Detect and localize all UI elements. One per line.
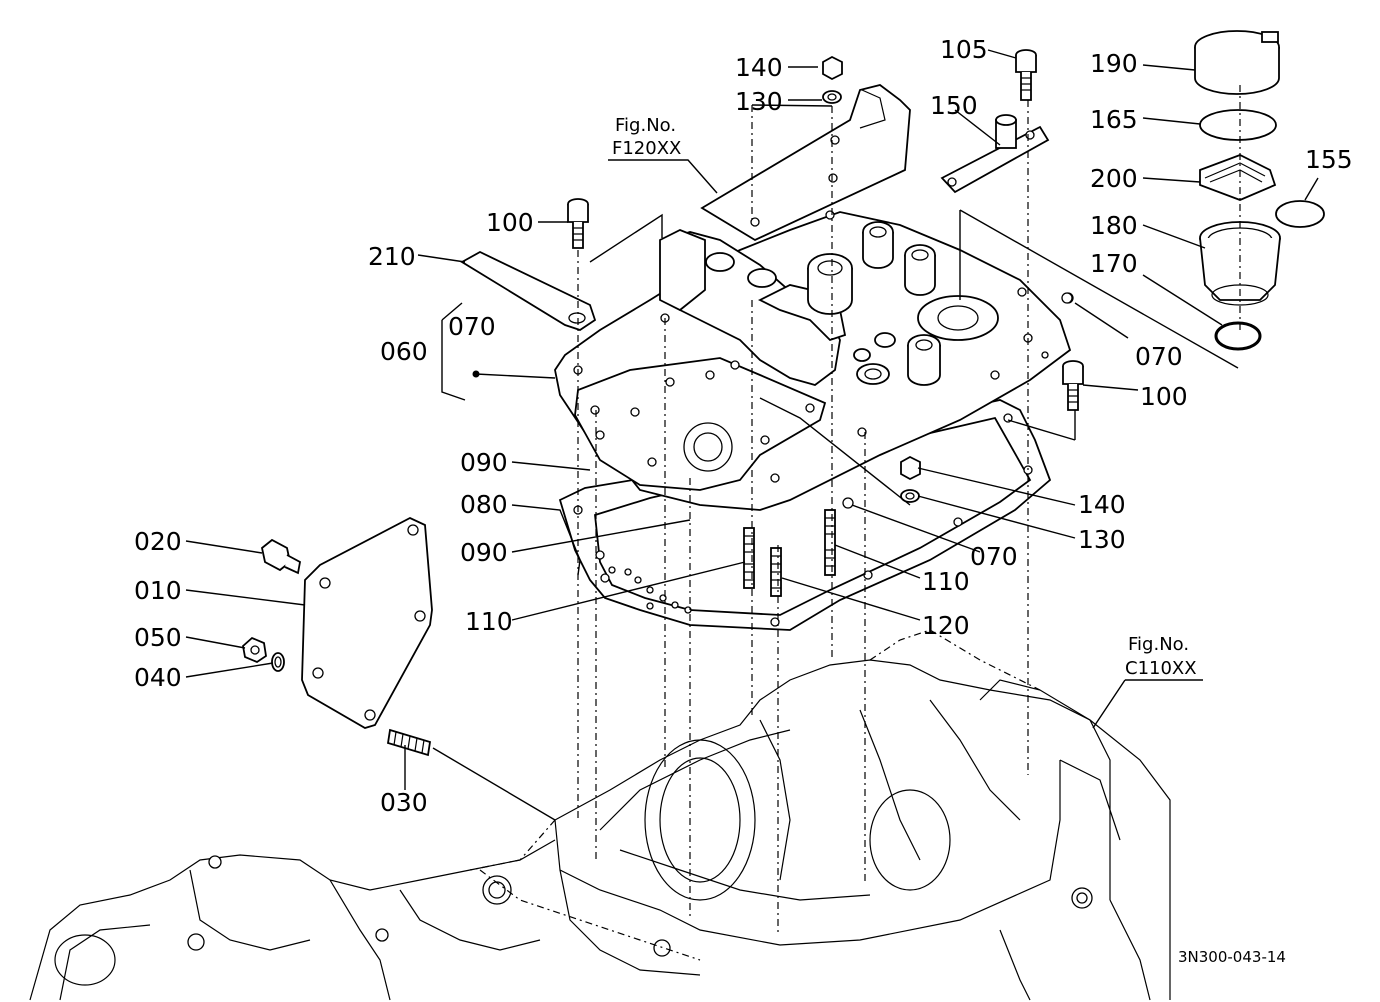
fig-ref-right-line1: Fig.No. (1128, 634, 1189, 655)
label-050: 050 (134, 623, 182, 652)
label-155: 155 (1305, 145, 1353, 174)
figure-references: Fig.No. F120XX Fig.No. C110XX (612, 115, 1197, 679)
label-140-mid: 140 (1078, 490, 1126, 519)
valve-body (554, 210, 1074, 511)
label-120: 120 (922, 611, 970, 640)
label-190: 190 (1090, 49, 1138, 78)
leader-lines (185, 49, 1319, 790)
side-cover-010 (301, 516, 433, 729)
label-090-bottom: 090 (460, 538, 508, 567)
label-130-top: 130 (735, 87, 783, 116)
label-030: 030 (380, 788, 428, 817)
stud-110-b (824, 509, 836, 576)
lever-150 (940, 114, 1050, 194)
label-020: 020 (134, 527, 182, 556)
drawing-code: 3N300-043-14 (1178, 948, 1286, 966)
nut-140-mid (900, 455, 921, 481)
label-180: 180 (1090, 211, 1138, 240)
label-165: 165 (1090, 105, 1138, 134)
label-200: 200 (1090, 164, 1138, 193)
label-100-left: 100 (486, 208, 534, 237)
transmission-case (29, 629, 1171, 1001)
bolt-100-right (1062, 360, 1084, 411)
nut-140-top (822, 55, 843, 81)
assembly-lines (432, 85, 1241, 932)
label-070-left: 070 (448, 312, 496, 341)
bolt-020 (261, 538, 302, 575)
label-070-right: 070 (1135, 342, 1183, 371)
stud-030 (386, 728, 432, 757)
bolt-100-left (567, 198, 589, 249)
pin-070-right (1061, 292, 1073, 304)
label-100-right: 100 (1140, 382, 1188, 411)
label-070-mid: 070 (970, 542, 1018, 571)
label-170: 170 (1090, 249, 1138, 278)
label-140-top: 140 (735, 53, 783, 82)
pin-070-mid (842, 497, 854, 509)
label-105: 105 (940, 35, 988, 64)
bolt-105 (1015, 49, 1037, 101)
washer-040 (271, 652, 285, 672)
cover-plate-f120xx (700, 84, 911, 242)
fig-ref-top-line1: Fig.No. (615, 115, 676, 136)
label-130-mid: 130 (1078, 525, 1126, 554)
label-010: 010 (134, 576, 182, 605)
nut-050 (242, 636, 267, 664)
label-150: 150 (930, 91, 978, 120)
label-110-left: 110 (465, 607, 513, 636)
label-090-top: 090 (460, 448, 508, 477)
filter-assembly (1194, 30, 1325, 351)
part-labels: 140 130 105 150 190 165 155 200 180 170 … (134, 35, 1353, 817)
label-110-right: 110 (922, 567, 970, 596)
label-040: 040 (134, 663, 182, 692)
fig-ref-top-line2: F120XX (612, 138, 681, 159)
label-210: 210 (368, 242, 416, 271)
label-080: 080 (460, 490, 508, 519)
stud-120 (770, 547, 782, 597)
fig-ref-right-line2: C110XX (1125, 658, 1197, 679)
stud-110-a (743, 527, 755, 589)
strap-210 (460, 250, 597, 331)
washer-130-top (822, 90, 842, 104)
gasket-080 (558, 399, 1052, 631)
label-060: 060 (380, 337, 428, 366)
